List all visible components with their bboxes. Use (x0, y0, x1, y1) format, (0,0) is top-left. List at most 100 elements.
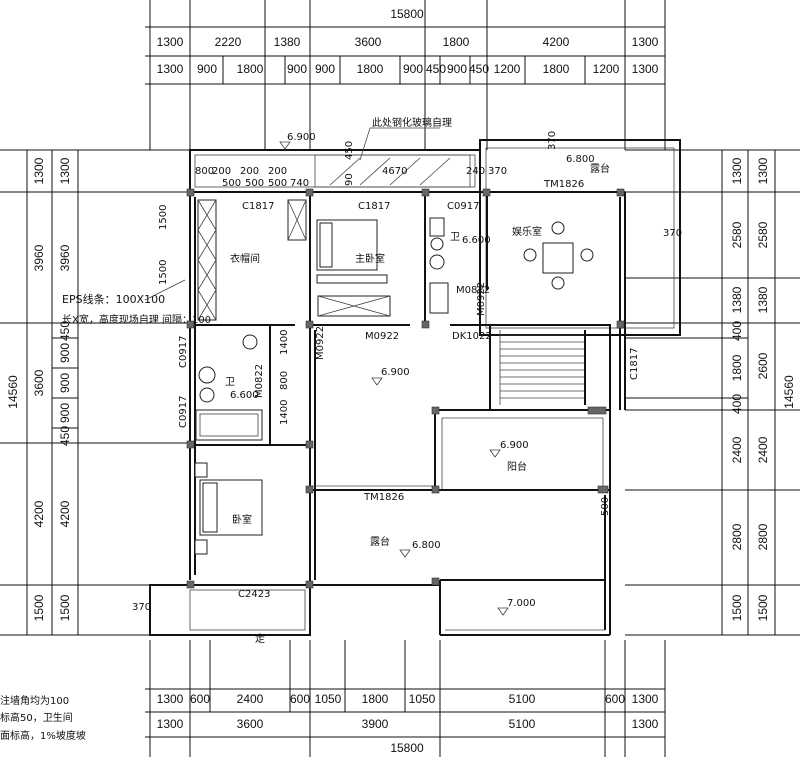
dim-top2-1: 1300 (157, 62, 184, 76)
level-hall: 6.900 (381, 367, 410, 378)
dim-top2-10: 450 (469, 62, 489, 76)
sd-740: 740 (290, 178, 309, 189)
dim-bot2-2: 3600 (237, 717, 264, 731)
sd-200b: 200 (240, 166, 259, 177)
dim-right-1: 1300 (730, 157, 744, 184)
dim-bot2-4: 5100 (509, 717, 536, 731)
dim-left-5: 1500 (32, 594, 46, 621)
dim-top2-11: 1200 (494, 62, 521, 76)
opening-c0917-b: C0917 (178, 336, 189, 368)
dim-left-1: 1300 (32, 157, 46, 184)
room-bedroom1: 主卧室 (355, 252, 385, 265)
small-dims: 800 200 200 200 500 500 500 740 4670 240… (132, 131, 682, 613)
dim-left2-9: 1500 (58, 594, 72, 621)
dim-bot2-3: 3900 (362, 717, 389, 731)
opening-m0922-c: M0922 (476, 282, 487, 316)
sd-4670: 4670 (382, 166, 407, 177)
bath-fixtures (195, 217, 449, 441)
dim-right2-5: 2400 (756, 436, 770, 463)
sd-500b: 500 (245, 178, 264, 189)
sd-450: 450 (344, 141, 355, 160)
dim-bot2-1: 1300 (157, 717, 184, 731)
notes: 此处钢化玻璃自理 EPS线条：100X100 长X宽，高度现场自理 间隔：100… (0, 116, 452, 742)
level-top: 6.900 (287, 132, 316, 143)
room-lower: 走 (255, 633, 265, 645)
sd-370b: 370 (663, 228, 682, 239)
dim-top2-12: 1800 (543, 62, 570, 76)
dim-right-6: 400 (730, 394, 744, 414)
dim-bot-2: 600 (190, 692, 210, 706)
dim-top-1: 1300 (157, 35, 184, 49)
dim-left-3: 3600 (32, 369, 46, 396)
level-lower-right: 7.000 (507, 598, 536, 609)
opening-c2423: C2423 (238, 589, 270, 600)
dim-bot-5: 1050 (315, 692, 342, 706)
level-marks: 6.900 6.800 6.600 6.600 6.900 6.900 6.80… (230, 132, 595, 616)
dim-left2-7: 450 (58, 426, 72, 446)
dim-right2-4: 2600 (756, 352, 770, 379)
sd-500d: 500 (600, 497, 611, 516)
note-glass: 此处钢化玻璃自理 (372, 116, 452, 129)
dim-right2-6: 2800 (756, 523, 770, 550)
room-closet: 衣帽间 (230, 252, 260, 265)
dim-top-3: 1380 (274, 35, 301, 49)
opening-tm1826-a: TM1826 (543, 179, 584, 190)
sd-200a: 200 (212, 166, 231, 177)
sd-1500b: 1500 (158, 260, 169, 285)
closet-wardrobes (197, 199, 307, 321)
bottom-dimensions: 1300 600 2400 600 1050 1800 1050 5100 60… (157, 692, 659, 755)
dim-top2-6: 1800 (357, 62, 384, 76)
dim-right-7: 2400 (730, 436, 744, 463)
dim-bot-total: 15800 (390, 741, 424, 755)
room-terrace-main: 露台 (370, 535, 390, 548)
dim-top2-2: 900 (197, 62, 217, 76)
note-1: 注墙角均为100 (0, 694, 69, 707)
dim-left2-8: 4200 (58, 500, 72, 527)
note-3: 面标高，1%坡度坡 (0, 729, 86, 742)
dim-right-total: 14560 (782, 375, 796, 409)
sd-1400a: 1400 (279, 330, 290, 355)
dim-bot-9: 600 (605, 692, 625, 706)
dim-top-7: 1300 (632, 35, 659, 49)
dim-top-6: 4200 (543, 35, 570, 49)
opening-m0822-a: M0822 (456, 285, 490, 296)
opening-c0917-a: C0917 (447, 201, 479, 212)
dim-left-2: 3960 (32, 244, 46, 271)
opening-c1817-b: C1817 (358, 201, 390, 212)
dim-left2-2: 3960 (58, 244, 72, 271)
room-entertainment: 娱乐室 (512, 225, 542, 238)
level-terrace-main: 6.800 (412, 540, 441, 551)
note-eps2: 长X宽，高度现场自理 间隔：100 (62, 313, 211, 326)
sd-1400b: 1400 (279, 400, 290, 425)
dim-top2-14: 1300 (632, 62, 659, 76)
dim-right2-7: 1500 (756, 594, 770, 621)
sd-800b: 800 (279, 371, 290, 390)
opening-c1817-c: C1817 (629, 348, 640, 380)
room-bedroom2: 卧室 (232, 513, 252, 526)
opening-c1817-a: C1817 (242, 201, 274, 212)
sd-500a: 500 (222, 178, 241, 189)
sd-200c: 200 (268, 166, 287, 177)
entertainment-table (523, 221, 594, 290)
dim-bot-6: 1800 (362, 692, 389, 706)
dim-left-total: 14560 (6, 375, 20, 409)
dim-top2-3: 1800 (237, 62, 264, 76)
left-dimensions: 14560 1300 3960 3600 4200 1500 1300 3960… (6, 157, 72, 621)
sd-90: 90 (344, 173, 355, 186)
room-bath2: 卫 (225, 377, 235, 388)
openings: C1817 C1817 C0917 TM1826 TM1826 C2423 M0… (178, 179, 640, 600)
dim-top-total: 15800 (390, 7, 424, 21)
sd-800: 800 (195, 166, 214, 177)
dim-top2-8: 450 (426, 62, 446, 76)
dim-top2-7: 900 (403, 62, 423, 76)
opening-m0922-a: M0922 (365, 331, 399, 342)
right-dimensions: 1300 2580 1380 400 1800 400 2400 2800 15… (730, 157, 796, 621)
sd-240: 240 (466, 166, 485, 177)
sd-1500a: 1500 (158, 205, 169, 230)
bedroom2-bed (194, 462, 263, 555)
dim-left2-4: 900 (58, 343, 72, 363)
dim-bot-8: 5100 (509, 692, 536, 706)
sd-370d: 370 (547, 131, 558, 150)
